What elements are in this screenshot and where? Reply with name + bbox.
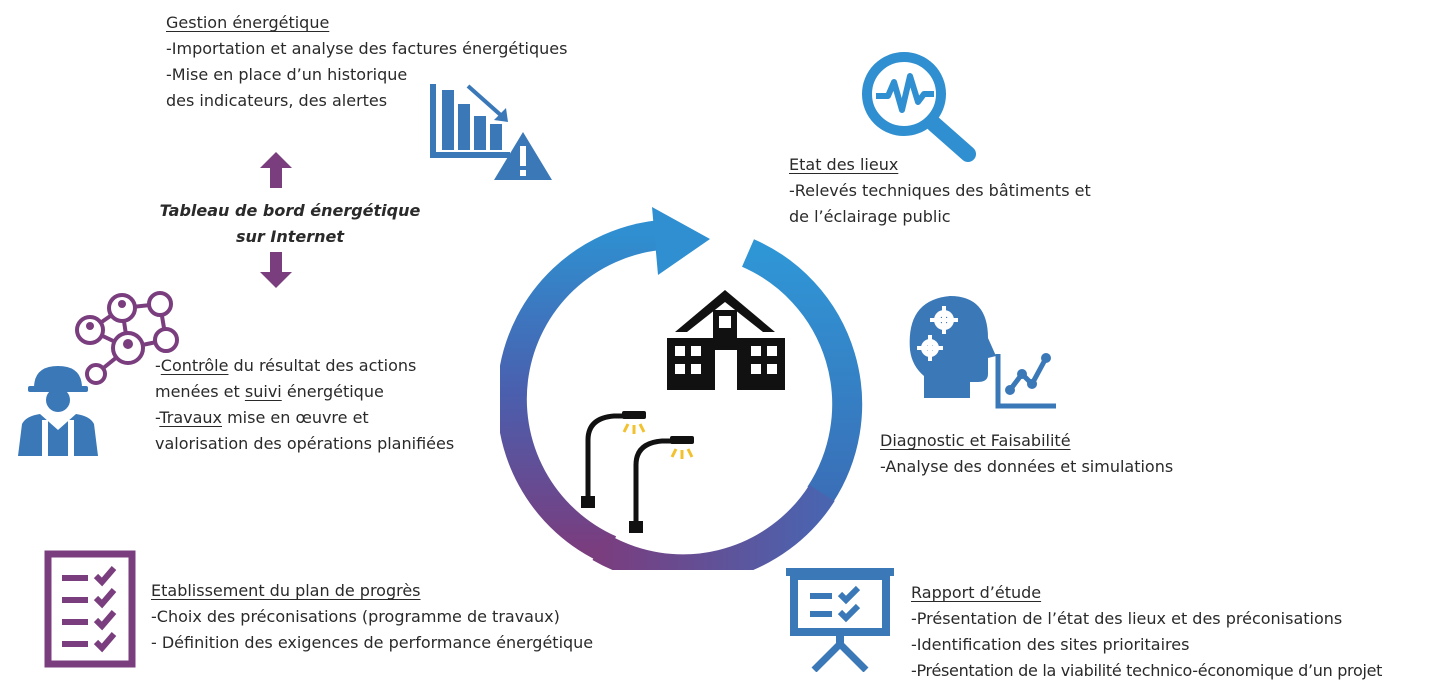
gestion-block: Gestion énergétique -Importation et anal… bbox=[166, 10, 567, 114]
worker-icon bbox=[18, 366, 98, 456]
head-gears-chart-icon bbox=[909, 296, 1056, 409]
rapport-block: Rapport d’étude -Présentation de l’état … bbox=[911, 580, 1382, 684]
gestion-line: -Importation et analyse des factures éne… bbox=[166, 39, 568, 58]
etat-block: Etat des lieux -Relevés techniques des b… bbox=[789, 152, 1091, 230]
street-lamp-icon bbox=[581, 411, 646, 508]
chart-warning-icon bbox=[430, 84, 552, 180]
gestion-line: -Mise en place d’un historique bbox=[166, 65, 408, 84]
controle-line: menées et suivi énergétique bbox=[155, 382, 384, 401]
street-lamp-icon bbox=[629, 436, 694, 533]
controle-line: -Travaux mise en œuvre et bbox=[155, 408, 369, 427]
etat-line: de l’éclairage public bbox=[789, 207, 951, 226]
etat-title: Etat des lieux bbox=[789, 155, 899, 174]
arrow-up-icon bbox=[260, 152, 292, 188]
rapport-line: -Présentation de la viabilité technico-é… bbox=[911, 661, 1383, 680]
rapport-line: -Identification des sites prioritaires bbox=[911, 635, 1190, 654]
arrow-down-icon bbox=[260, 252, 292, 288]
cycle-diagram bbox=[500, 207, 863, 570]
cycle-arrow-right bbox=[741, 239, 863, 504]
network-people-icon bbox=[75, 291, 179, 385]
checklist-icon bbox=[44, 550, 136, 668]
plan-title: Etablissement du plan de progrès bbox=[151, 581, 421, 600]
diagnostic-block: Diagnostic et Faisabilité -Analyse des d… bbox=[880, 428, 1173, 480]
gestion-line: des indicateurs, des alertes bbox=[166, 91, 388, 110]
gestion-title: Gestion énergétique bbox=[166, 13, 330, 32]
controle-line: valorisation des opérations planifiées bbox=[155, 434, 455, 453]
cycle-arrowhead bbox=[652, 207, 710, 275]
dashboard-label: Tableau de bord énergétique sur Internet bbox=[159, 201, 421, 246]
etat-line: -Relevés techniques des bâtiments et bbox=[789, 181, 1091, 200]
plan-line: -Choix des préconisations (programme de … bbox=[151, 607, 560, 626]
magnifier-pulse-icon bbox=[862, 52, 976, 162]
rapport-title: Rapport d’étude bbox=[911, 583, 1042, 602]
controle-line: -Contrôle du résultat des actions bbox=[155, 356, 417, 375]
plan-block: Etablissement du plan de progrès -Choix … bbox=[151, 578, 593, 656]
cycle-arrow-bottom bbox=[592, 484, 835, 570]
diagnostic-line: -Analyse des données et simulations bbox=[880, 457, 1174, 476]
rapport-line: -Présentation de l’état des lieux et des… bbox=[911, 609, 1343, 628]
diagnostic-title: Diagnostic et Faisabilité bbox=[880, 431, 1071, 450]
presentation-board-icon bbox=[786, 568, 894, 672]
plan-line: - Définition des exigences de performanc… bbox=[151, 633, 594, 652]
building-icon bbox=[667, 290, 785, 390]
cycle-arrow-left bbox=[500, 220, 662, 564]
controle-block: -Contrôle du résultat des actions menées… bbox=[155, 353, 454, 457]
